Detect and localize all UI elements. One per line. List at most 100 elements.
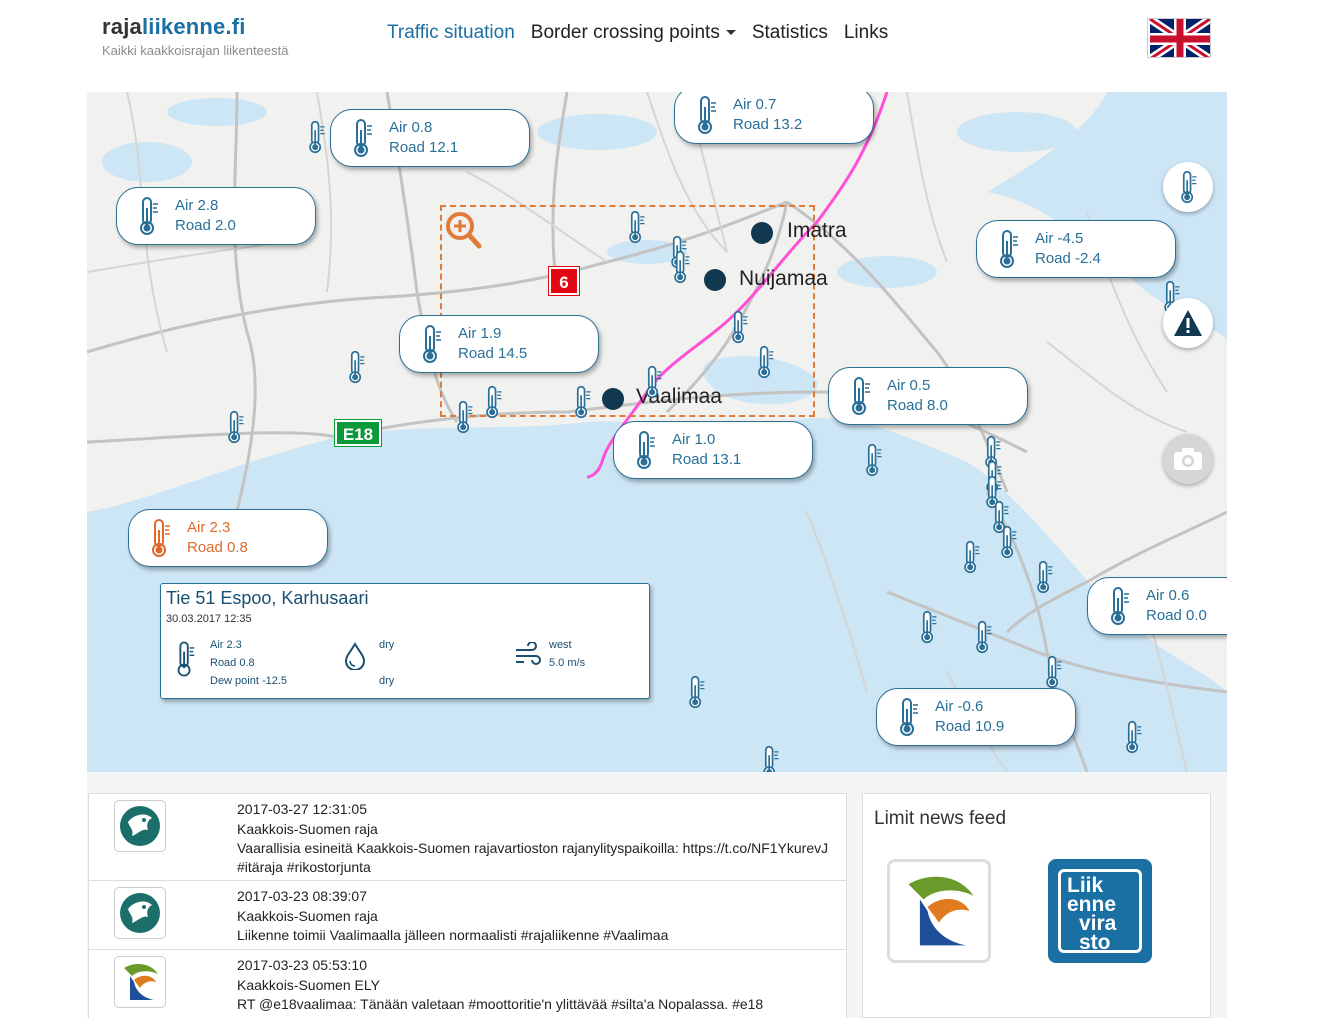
city-label-imatra: Imatra (787, 219, 847, 242)
nav-statistics[interactable]: Statistics (751, 22, 828, 43)
thermometer-marker-icon[interactable] (1042, 652, 1064, 692)
main-nav: Traffic situation Border crossing points… (387, 22, 888, 44)
road-temp: Road 0.0 (1146, 607, 1207, 624)
thermometer-icon (1111, 587, 1129, 625)
logo-part-2: liikenne.fi (141, 14, 246, 39)
thermometer-marker-icon[interactable] (960, 537, 982, 577)
border-guard-avatar (114, 887, 166, 939)
caret-down-icon (725, 30, 736, 36)
air-temp: Air 1.9 (458, 325, 502, 342)
detail-road: Road 0.8 (210, 657, 255, 669)
uk-flag-icon[interactable] (1147, 18, 1211, 58)
zoom-area-rectangle[interactable] (440, 205, 815, 417)
road-temp: Road 10.9 (935, 718, 1005, 735)
thermometer-icon (637, 431, 655, 469)
thermometer-marker-icon[interactable] (728, 307, 750, 347)
detail-wind-speed: 5.0 m/s (549, 657, 586, 669)
nav-border-crossing-points[interactable]: Border crossing points (531, 22, 736, 44)
thermometer-icon (698, 96, 716, 134)
road-temp: Road 13.1 (672, 451, 742, 468)
thermometer-icon (852, 377, 870, 415)
station-detail-popup: Tie 51 Espoo, Karhusaari 30.03.2017 12:3… (160, 583, 650, 699)
thermometer-marker-icon[interactable] (453, 397, 475, 437)
ely-logo-icon (908, 876, 974, 946)
thermometer-icon (177, 641, 195, 677)
site-logo[interactable]: rajaliikenne.fi (102, 14, 246, 40)
thermometer-icon (152, 519, 170, 557)
logo-line: Liik (1067, 874, 1104, 897)
city-marker-vaalimaa[interactable] (602, 388, 624, 410)
detail-condition-2: dry (379, 675, 395, 687)
station-title: Tie 51 Espoo, Karhusaari (166, 588, 369, 608)
weather-layer-button[interactable] (1163, 162, 1213, 212)
ely-filter-button[interactable] (887, 859, 991, 963)
warning-icon (1174, 310, 1202, 336)
border-guard-avatar (114, 800, 166, 852)
thermometer-marker-icon[interactable] (685, 672, 707, 712)
thermometer-marker-icon[interactable] (670, 247, 692, 287)
warnings-layer-button[interactable] (1163, 298, 1213, 348)
road-temp: Road 0.8 (187, 539, 248, 556)
wind-icon (516, 642, 541, 665)
city-marker-imatra[interactable] (751, 222, 773, 244)
thermometer-marker-icon[interactable] (571, 382, 593, 422)
road-temp: Road 14.5 (458, 345, 528, 362)
city-marker-nuijamaa[interactable] (704, 269, 726, 291)
thermometer-marker-icon[interactable] (625, 207, 647, 247)
liikennevirasto-filter-button[interactable]: Liik enne vira sto (1048, 859, 1152, 963)
thermometer-icon (1181, 170, 1197, 204)
thermometer-marker-icon[interactable] (997, 522, 1019, 562)
nav-traffic-situation[interactable]: Traffic situation (387, 22, 515, 43)
news-feed[interactable]: 2017-03-27 12:31:05 Kaakkois-Suomen raja… (88, 793, 847, 1019)
air-temp: Air 0.8 (389, 119, 433, 136)
news-item[interactable]: 2017-03-23 08:39:07 Kaakkois-Suomen raja… (89, 881, 846, 950)
thermometer-marker-icon[interactable] (305, 117, 327, 157)
thermometer-marker-icon[interactable] (754, 342, 776, 382)
thermometer-icon (900, 698, 918, 736)
detail-dew-point: Dew point -12.5 (210, 675, 288, 687)
thermometer-marker-icon[interactable] (972, 617, 994, 657)
nav-border-label: Border crossing points (530, 22, 720, 43)
thermometer-marker-icon[interactable] (642, 362, 664, 402)
thermometer-marker-icon[interactable] (1033, 557, 1055, 597)
zoom-in-icon[interactable] (444, 210, 484, 250)
thermometer-marker-icon[interactable] (862, 440, 884, 480)
cameras-layer-button[interactable] (1163, 434, 1213, 484)
news-source: Kaakkois-Suomen ELY (237, 977, 380, 993)
road-temp: Road 8.0 (887, 397, 948, 414)
station-date: 30.03.2017 12:35 (166, 613, 252, 625)
news-item[interactable]: 2017-03-27 12:31:05 Kaakkois-Suomen raja… (89, 794, 846, 881)
thermometer-marker-icon[interactable] (989, 497, 1011, 537)
thermometer-marker-icon[interactable] (482, 382, 504, 422)
thermometer-marker-icon[interactable] (1122, 717, 1144, 757)
thermometer-marker-icon[interactable] (917, 607, 939, 647)
logo-part-1: raja (102, 14, 142, 39)
detail-air: Air 2.3 (210, 639, 242, 651)
news-message: RT @e18vaalimaa: Tänään valetaan #mootto… (237, 996, 764, 1012)
road-temp: Road 12.1 (389, 139, 459, 156)
thermometer-icon (423, 325, 441, 363)
road-sign-6: 6 (548, 266, 580, 296)
water-drop-icon (344, 642, 366, 670)
thermometer-marker-icon[interactable] (759, 742, 781, 772)
logo-line: enne (1067, 893, 1117, 916)
nav-links[interactable]: Links (843, 22, 889, 43)
news-item[interactable]: 2017-03-23 05:53:10 Kaakkois-Suomen ELY … (89, 950, 846, 1019)
thermometer-marker-icon[interactable] (982, 472, 1004, 512)
thermometer-marker-icon[interactable] (345, 347, 367, 387)
city-label-nuijamaa: Nuijamaa (739, 267, 828, 290)
camera-icon (1174, 448, 1202, 470)
thermometer-marker-icon[interactable] (224, 407, 246, 447)
road-temp: Road 13.2 (733, 116, 803, 133)
